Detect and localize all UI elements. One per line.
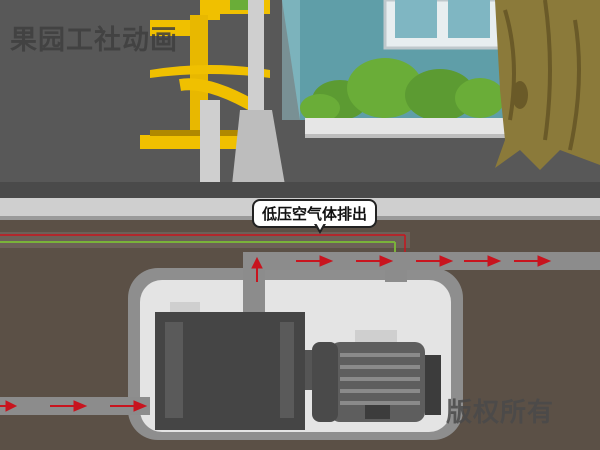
- generator-box: [155, 302, 320, 430]
- watermark-title: 果园工社动画: [10, 18, 178, 57]
- building-edge: [282, 0, 300, 120]
- watermark-copyright: 版权所有: [446, 392, 554, 429]
- tree: [495, 0, 600, 170]
- building-window: [385, 0, 500, 48]
- road-edge: [0, 182, 600, 200]
